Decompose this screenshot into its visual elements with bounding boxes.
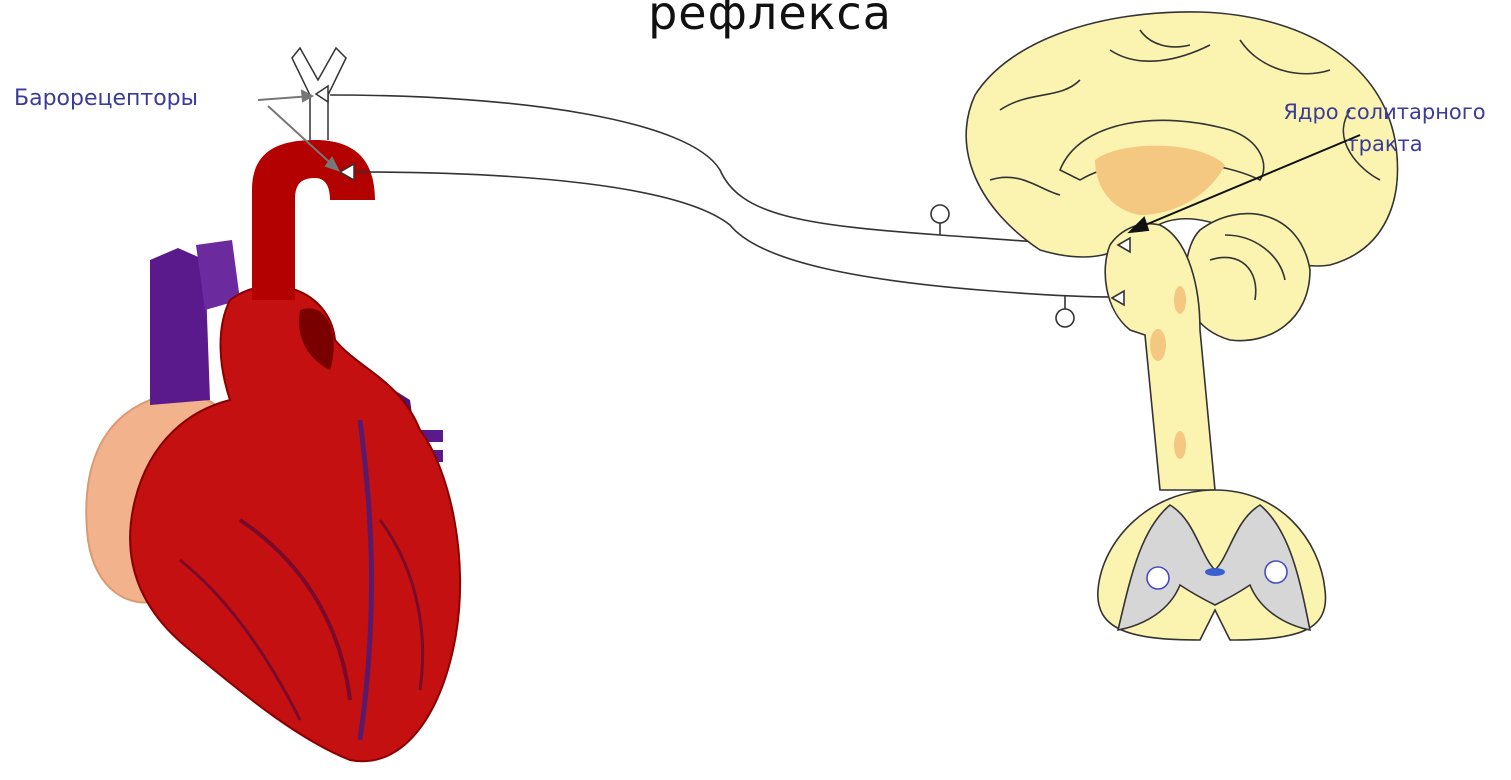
heart-illustration <box>86 240 460 761</box>
nucleus-solitary-tract-label: Ядро солитарного тракта <box>1262 96 1507 160</box>
nucleus-label-line2: тракта <box>1262 128 1507 160</box>
baroreceptors-label: Барорецепторы <box>14 86 198 111</box>
nucleus-label-line1: Ядро солитарного <box>1262 96 1507 128</box>
aortic-arch <box>252 140 375 300</box>
brain-illustration <box>966 12 1397 490</box>
spinal-cord-section <box>1098 490 1326 640</box>
